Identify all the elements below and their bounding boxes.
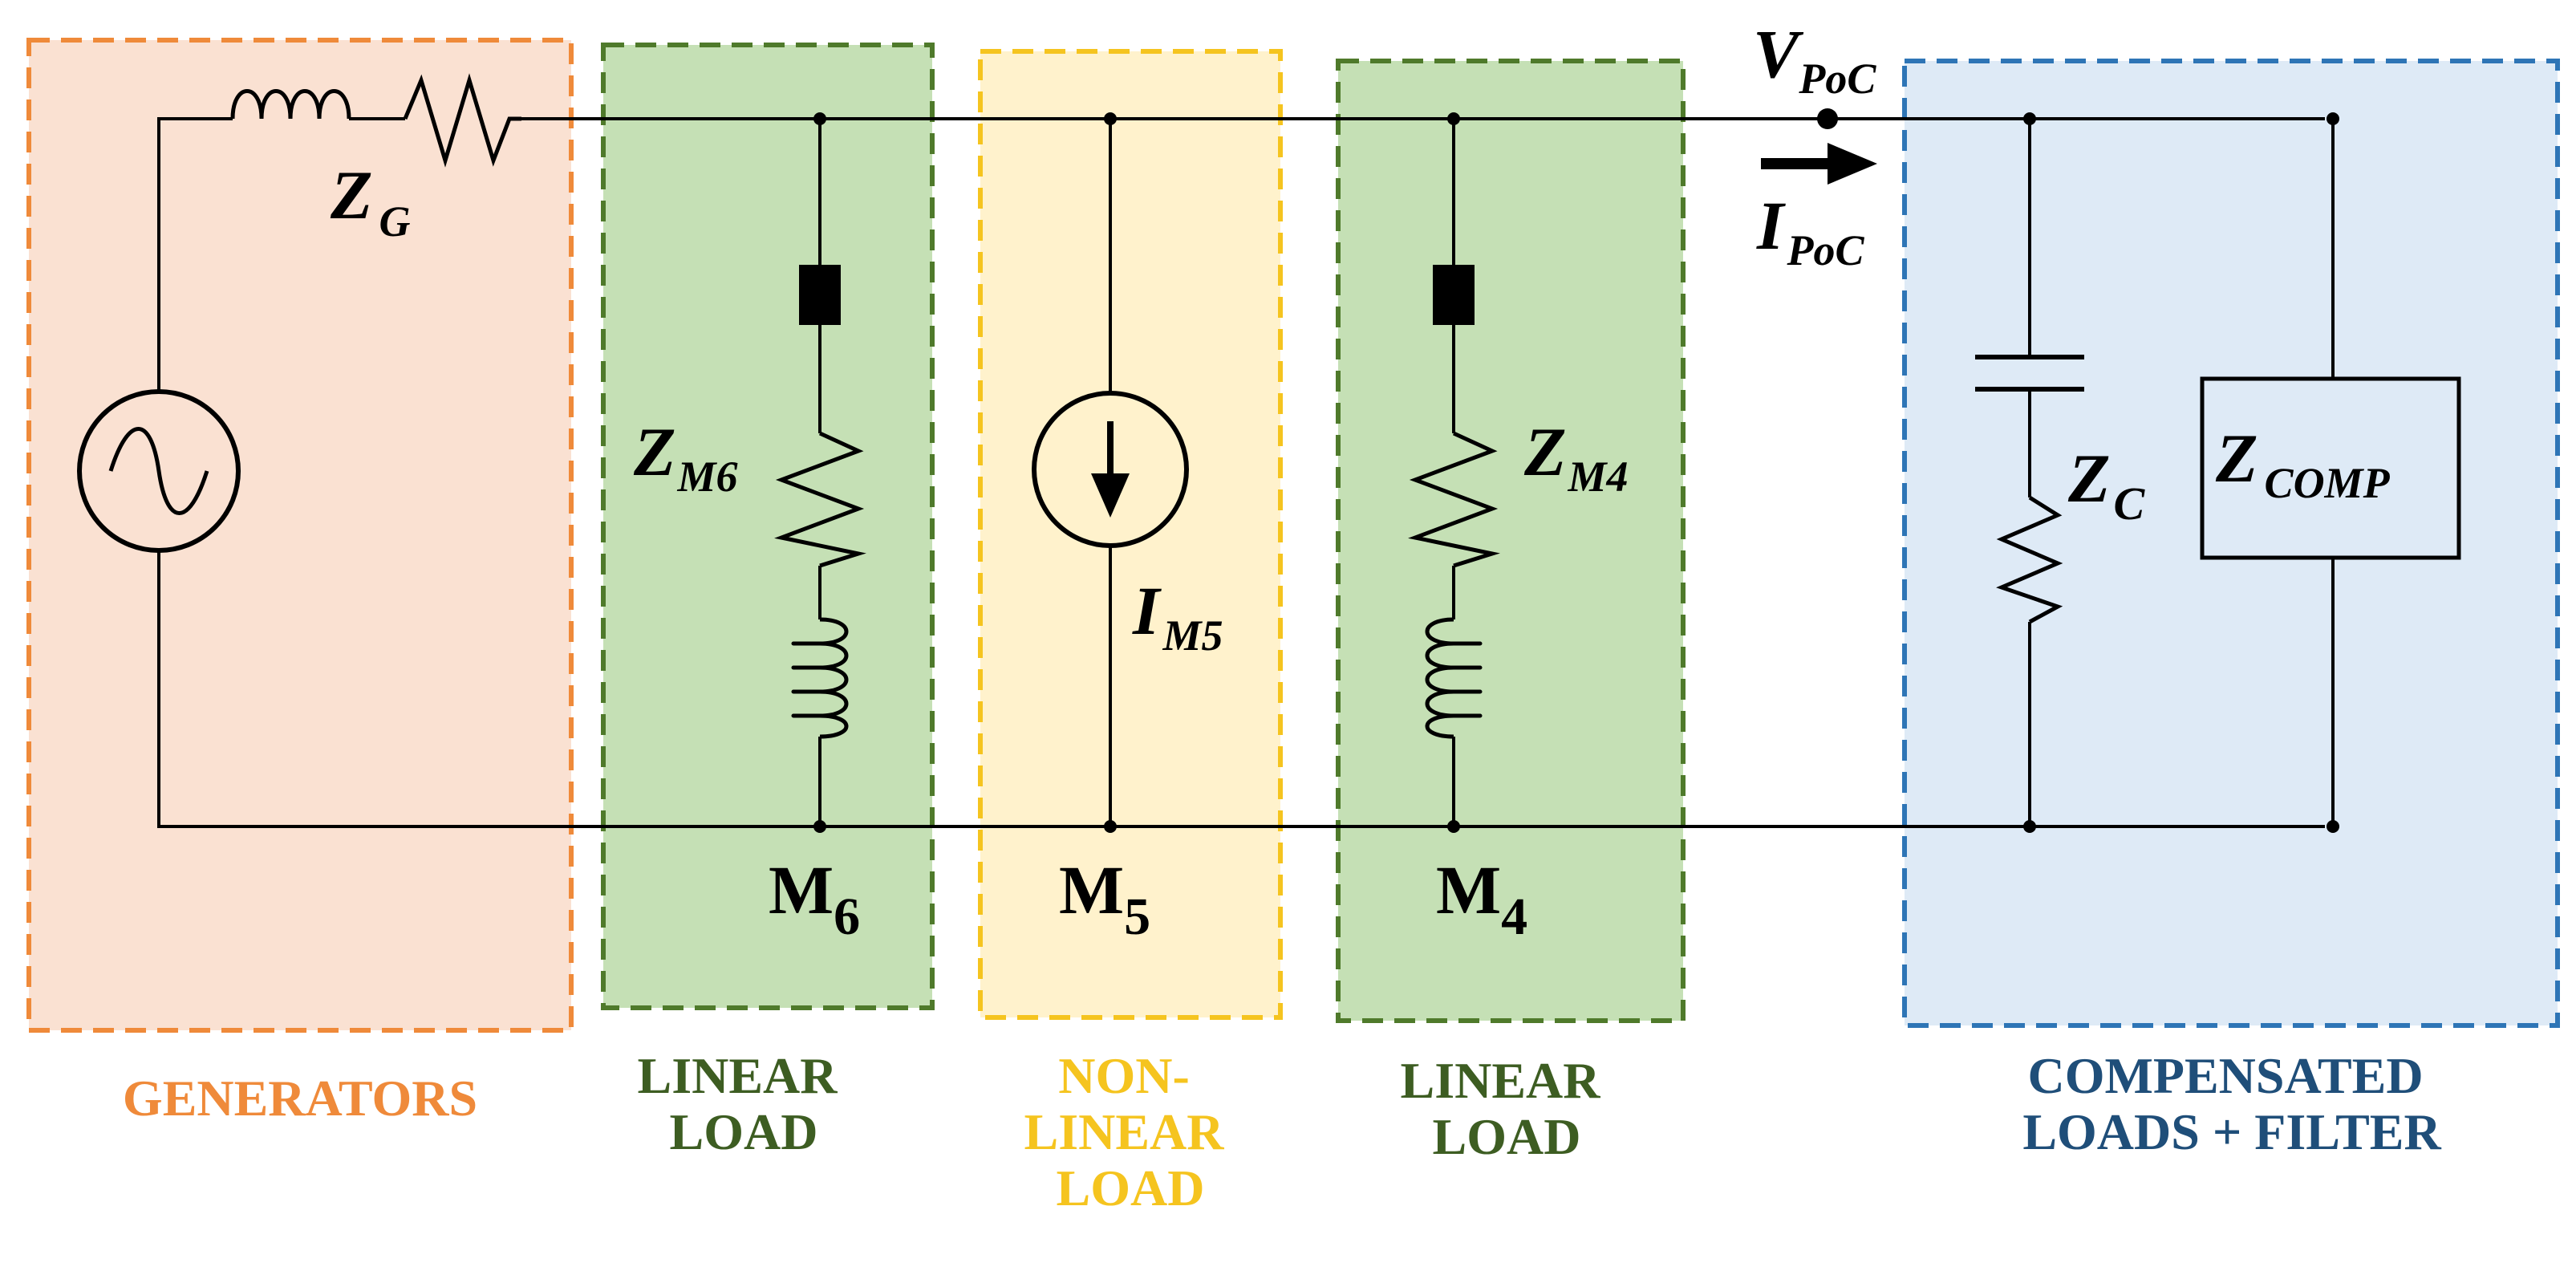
compensated-caption: COMPENSATED LOADS + FILTER	[2022, 1047, 2441, 1160]
zm6-label: ZM6	[633, 413, 738, 501]
meter-m6-label: M6	[769, 851, 860, 946]
zm4-label: ZM4	[1523, 413, 1629, 501]
generators-region	[26, 38, 574, 1033]
inductor-icon	[1425, 617, 1483, 739]
nonlinear-load-caption: NON- LINEAR LOAD	[1024, 1047, 1237, 1216]
inductor-icon	[791, 617, 849, 739]
wires	[157, 117, 2335, 828]
vpoc-label: VPoC	[1753, 15, 1876, 103]
resistor-icon	[403, 73, 521, 168]
meter-m5-label: M5	[1059, 851, 1150, 946]
ac-source-icon	[77, 389, 241, 553]
resistor-icon	[774, 431, 866, 568]
ipoc-label: IPoC	[1756, 187, 1864, 274]
generators-caption: GENERATORS	[123, 1070, 477, 1127]
ipoc-arrow-icon	[1761, 143, 1877, 185]
meter-block-icon	[1433, 265, 1475, 325]
linear-load-2-region	[1336, 59, 1686, 1023]
zcomp-block	[2200, 376, 2461, 560]
meter-block-icon	[799, 265, 841, 325]
linear-load-1-region	[601, 43, 935, 1010]
junction-dots	[813, 108, 2339, 833]
resistor-icon	[1408, 431, 1500, 568]
current-source-icon	[1032, 391, 1189, 548]
meter-m4-label: M4	[1436, 851, 1527, 946]
nonlinear-load-region	[978, 49, 1283, 1020]
inductor-icon	[230, 89, 351, 120]
zc-label: ZC	[2067, 440, 2146, 530]
linear-load-1-caption: LINEAR LOAD	[638, 1047, 850, 1160]
im5-label: IM5	[1132, 572, 1223, 660]
linear-load-2-caption: LINEAR LOAD	[1401, 1052, 1613, 1165]
capacitor-icon	[1975, 355, 2084, 392]
resistor-icon	[1996, 495, 2063, 624]
